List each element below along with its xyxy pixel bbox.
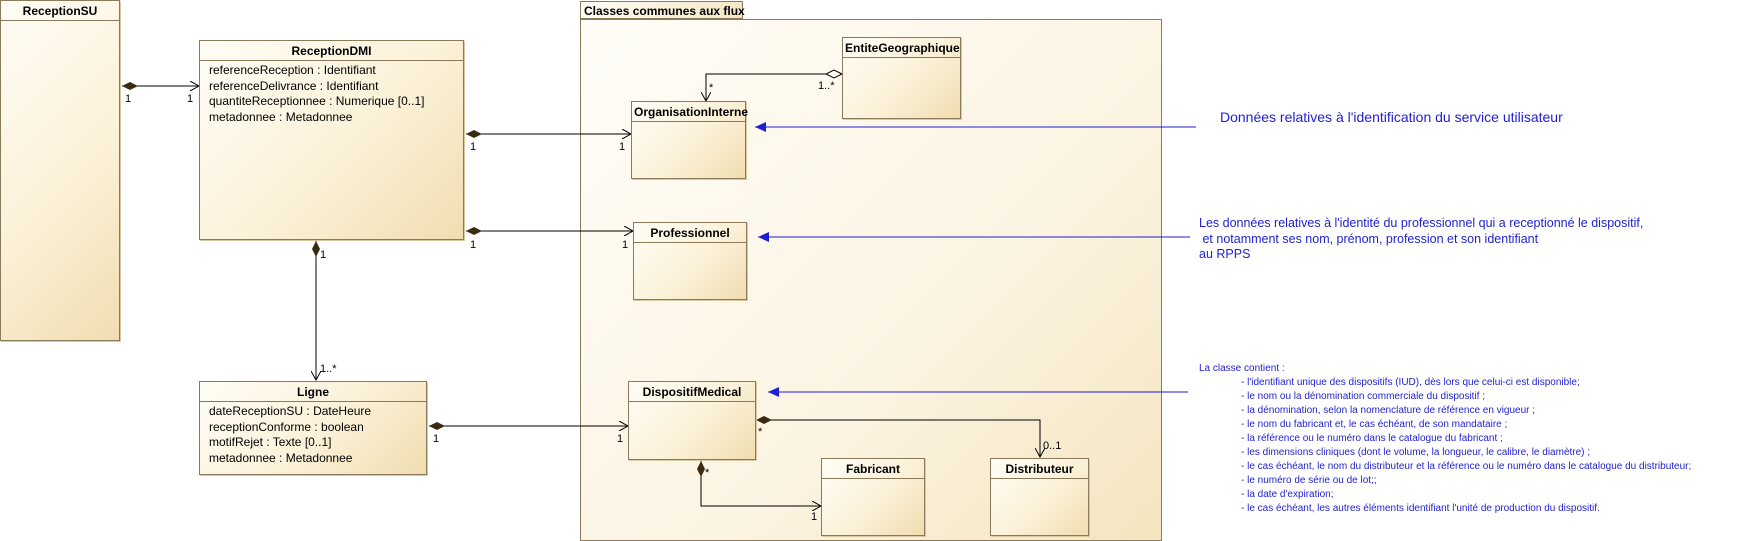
multiplicity-label: 1: [187, 93, 194, 105]
assoc-geo-organisation[interactable]: [706, 69, 844, 101]
composition-diamond-icon: [697, 461, 705, 477]
multiplicity-label: 1: [433, 433, 440, 445]
composition-diamond-icon: [122, 82, 138, 90]
note-item: - le numéro de série ou de lot;;: [1241, 475, 1377, 486]
assoc-dmi-organisation[interactable]: [466, 130, 631, 138]
class-attribute: dateReceptionSU : DateHeure: [209, 404, 372, 418]
note-professionnel: Les données relatives à l'identité du pr…: [1199, 216, 1643, 263]
class-organisation-interne[interactable]: OrganisationInterne: [631, 101, 749, 179]
class-attribute: metadonnee : Metadonnee: [209, 450, 353, 465]
multiplicity-label: 1: [470, 239, 477, 251]
composition-diamond-icon: [466, 227, 482, 235]
class-name: OrganisationInterne: [634, 105, 749, 119]
multiplicity-label: 1..*: [818, 80, 835, 92]
note-intro: La classe contient :: [1199, 363, 1285, 374]
aggregation-diamond-icon: [824, 69, 844, 79]
class-distributeur[interactable]: Distributeur: [990, 458, 1089, 536]
class-attribute: referenceDelivrance : Identifiant: [209, 78, 379, 93]
note-item: - le nom du fabricant et, le cas échéant…: [1241, 419, 1508, 430]
composition-diamond-icon: [312, 241, 320, 257]
multiplicity-label: 0..1: [1043, 440, 1062, 452]
composition-diamond-icon: [756, 416, 772, 424]
class-reception-dmi[interactable]: ReceptionDMI referenceReception : Identi…: [199, 40, 464, 240]
assoc-dmi-ligne[interactable]: [312, 241, 320, 380]
multiplicity-label: 1: [470, 141, 477, 153]
note-item: - la date d'expiration;: [1241, 489, 1334, 500]
class-ligne[interactable]: Ligne dateReceptionSU : DateHeure recept…: [199, 381, 427, 475]
assoc-dispositif-distributeur[interactable]: [756, 416, 1040, 457]
class-professionnel[interactable]: Professionnel: [633, 222, 747, 300]
multiplicity-label: 1: [811, 511, 818, 523]
note-item: - la référence ou le numéro dans le cata…: [1241, 433, 1503, 444]
assoc-dispositif-fabricant[interactable]: [697, 461, 821, 506]
class-attribute: receptionConforme : boolean: [209, 419, 364, 434]
multiplicity-label: 1: [125, 93, 132, 105]
note-organisation: Données relatives à l'identification du …: [1220, 109, 1563, 125]
multiplicity-label: 1: [320, 249, 327, 261]
multiplicity-label: *: [705, 467, 710, 479]
multiplicity-label: 1: [622, 239, 629, 251]
multiplicity-label: *: [758, 426, 763, 438]
class-attribute: metadonnee : Metadonnee: [209, 109, 353, 124]
class-name: Professionnel: [650, 226, 730, 240]
note-item: - les dimensions cliniques (dont le volu…: [1241, 447, 1591, 458]
multiplicity-label: 1: [617, 433, 624, 445]
class-attribute: motifRejet : Texte [0..1]: [209, 435, 332, 449]
class-name: Fabricant: [845, 462, 900, 476]
class-attribute: referenceReception : Identifiant: [209, 63, 376, 77]
note-line: et notamment ses nom, prénom, profession…: [1199, 231, 1539, 246]
multiplicity-label: 1..*: [320, 363, 337, 375]
multiplicity-label: 1: [619, 141, 626, 153]
package-title: Classes communes aux flux: [580, 1, 745, 19]
note-item: - l'identifiant unique des dispositifs (…: [1241, 377, 1580, 388]
note-line: au RPPS: [1199, 247, 1251, 261]
class-attribute: quantiteReceptionnee : Numerique [0..1]: [209, 94, 425, 108]
multiplicity-label: *: [709, 82, 714, 94]
composition-diamond-icon: [429, 422, 445, 430]
class-fabricant[interactable]: Fabricant: [821, 458, 925, 536]
class-name: DispositifMedical: [642, 385, 742, 399]
class-reception-su[interactable]: ReceptionSU: [0, 0, 120, 341]
note-item: - le nom ou la dénomination commerciale …: [1241, 391, 1486, 402]
assoc-su-dmi[interactable]: [122, 82, 199, 90]
class-name: ReceptionDMI: [291, 44, 372, 58]
class-name: EntiteGeographique: [845, 41, 960, 55]
note-line: Les données relatives à l'identité du pr…: [1199, 216, 1644, 230]
note-item: - la dénomination, selon la nomenclature…: [1241, 405, 1536, 416]
note-item: - le cas échéant, le nom du distributeur…: [1241, 461, 1692, 472]
class-name: ReceptionSU: [22, 4, 98, 18]
assoc-ligne-dispositif[interactable]: [429, 422, 628, 430]
class-name: Distributeur: [1005, 462, 1074, 476]
assoc-dmi-professionnel[interactable]: [466, 227, 633, 235]
class-name: Ligne: [297, 385, 329, 399]
note-dispositif: La classe contient : - l'identifiant uni…: [1199, 362, 1691, 516]
class-entite-geographique[interactable]: EntiteGeographique: [842, 37, 961, 119]
class-dispositif-medical[interactable]: DispositifMedical: [628, 381, 756, 460]
note-item: - le cas échéant, les autres éléments id…: [1241, 503, 1600, 514]
composition-diamond-icon: [466, 130, 482, 138]
